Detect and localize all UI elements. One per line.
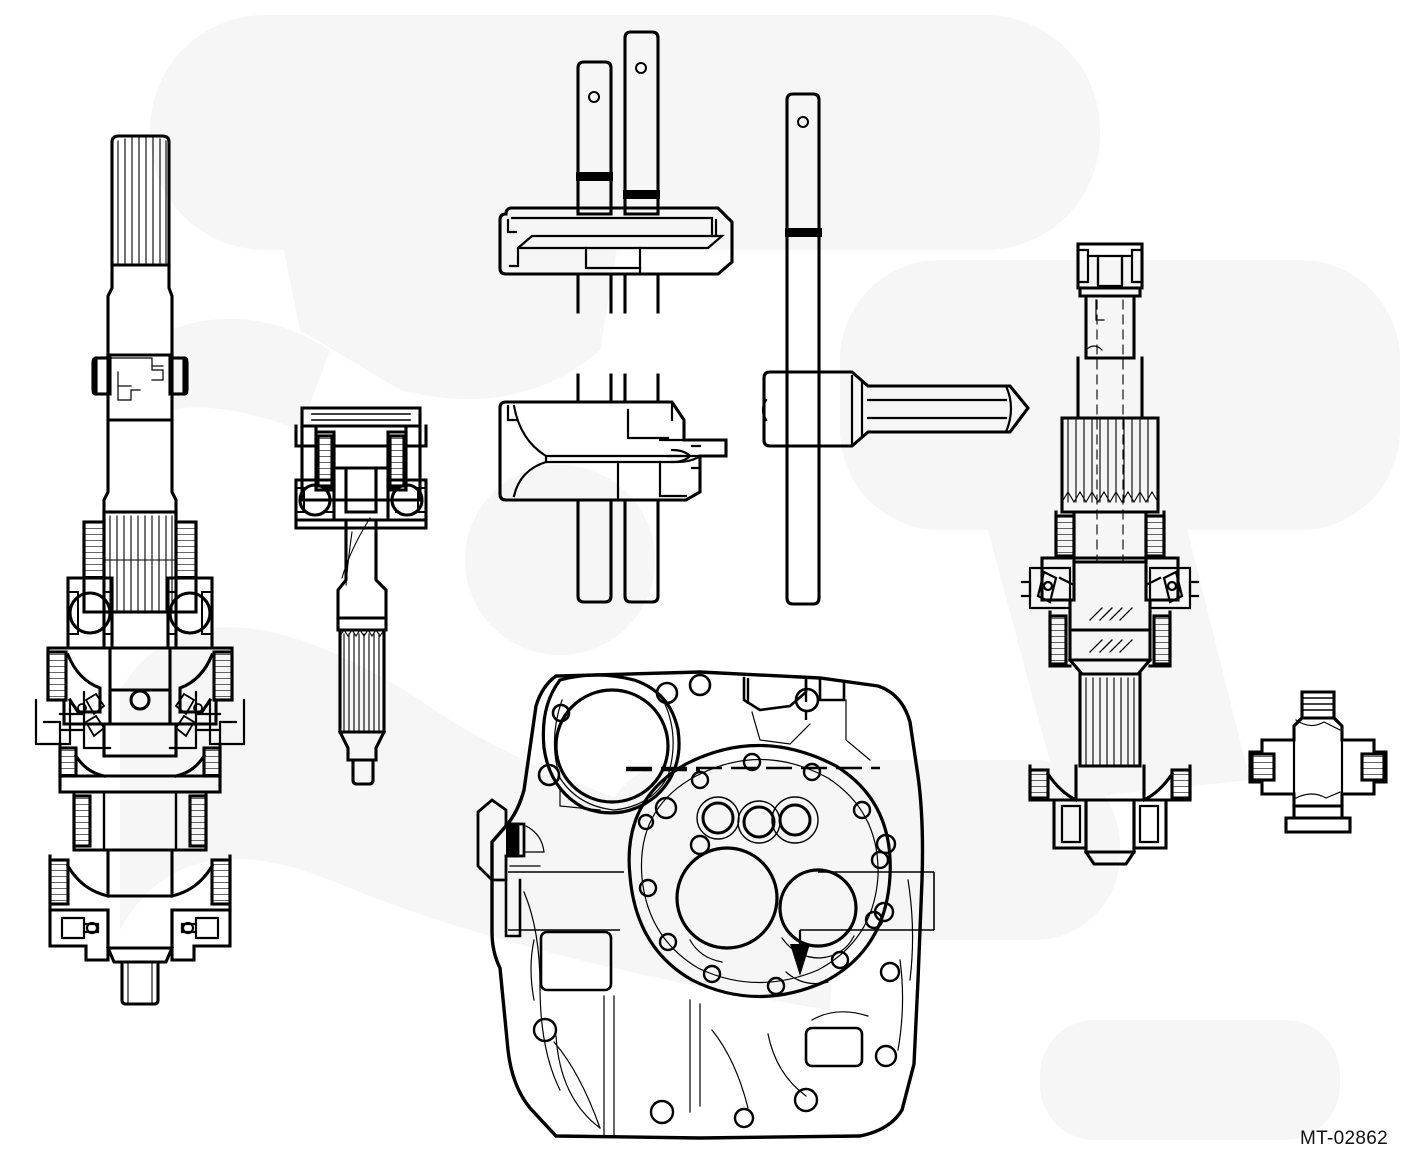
- component-reverse-idler: [1248, 690, 1388, 834]
- component-shift-fork-upper: [498, 30, 734, 314]
- component-input-shaft: [294, 406, 428, 786]
- component-countershaft-assembly: [1020, 242, 1200, 866]
- component-transmission-case: [476, 670, 925, 1140]
- drawing-reference-code: MT-02862: [1300, 1128, 1388, 1149]
- component-mainshaft-assembly: [34, 134, 246, 1006]
- annotation-layer: [508, 676, 935, 976]
- component-shift-rail-lug: [761, 92, 1030, 606]
- component-shift-fork-lower: [498, 373, 728, 604]
- section-direction-arrow: [790, 930, 810, 976]
